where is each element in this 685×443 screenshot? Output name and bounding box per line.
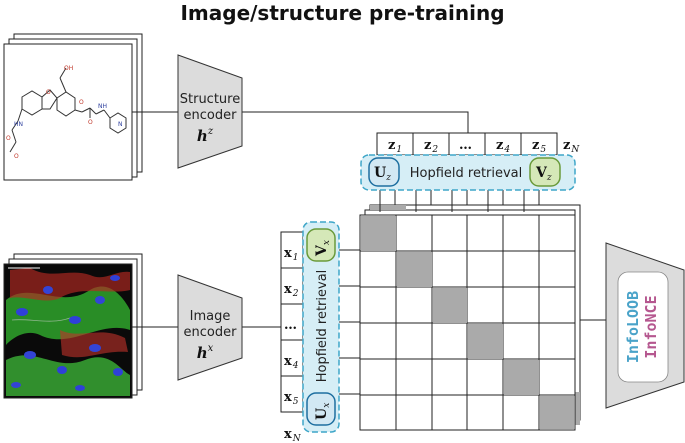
structure-encoder-label-1: Structure [180, 92, 240, 107]
svg-text:x4: x4 [284, 354, 299, 371]
structure-encoder-label-2: encoder [184, 108, 238, 123]
svg-text:x1: x1 [284, 246, 299, 263]
svg-text:x2: x2 [284, 282, 299, 299]
svg-text:z2: z2 [424, 138, 438, 155]
svg-text:zN: zN [563, 138, 580, 155]
svg-text:N: N [118, 121, 123, 128]
z-label-ellipsis: … [459, 138, 472, 153]
matrix-diagonal [361, 216, 574, 429]
x-label-1: x [284, 246, 292, 261]
svg-text:NH: NH [98, 103, 107, 110]
loss-infonce-label: InfoNCE [642, 295, 660, 358]
svg-text:x5: x5 [284, 390, 299, 407]
svg-text:Vx: Vx [314, 240, 332, 257]
connector-lines [132, 111, 606, 328]
x-embedding-strip [280, 231, 304, 413]
loss-infoloob-label: InfoLOOB [624, 291, 642, 363]
svg-text:Vz: Vz [535, 165, 552, 183]
image-encoder-label-1: Image [190, 309, 231, 324]
z-label-2: z [424, 138, 431, 153]
svg-text:O: O [6, 135, 11, 142]
molecule-atom-labels: O OH O O NH N HN O O [6, 65, 123, 160]
x-label-2: x [284, 282, 292, 297]
svg-text:O: O [46, 89, 51, 96]
svg-text:O: O [14, 153, 19, 160]
x-labels: x1 x2 … x4 x5 xN [284, 246, 302, 443]
image-encoder-label-2: encoder [184, 325, 238, 340]
x-label-N: x [284, 427, 292, 442]
cell-microscopy-image [6, 267, 130, 396]
cell-image-stack [3, 253, 143, 399]
u-z-badge [368, 157, 400, 187]
svg-text:xN: xN [284, 427, 302, 443]
x-label-ellipsis: … [284, 318, 297, 333]
hopfield-retrieval-left: Vx Hopfield retrieval Ux [302, 221, 340, 433]
svg-text:z1: z1 [388, 138, 402, 155]
svg-text:hx: hx [197, 343, 214, 362]
svg-text:z4: z4 [496, 138, 510, 155]
hopfield-top-label: Hopfield retrieval [410, 166, 523, 181]
svg-text:OH: OH [64, 65, 73, 72]
hopfield-retrieval-top: Uz Hopfield retrieval Vz [360, 154, 576, 191]
svg-text:O: O [79, 99, 84, 106]
molecule-drawing [9, 67, 127, 153]
z-label-1: z [388, 138, 395, 153]
structure-encoder-superscript: z [207, 126, 214, 137]
image-encoder: Image encoder hx [177, 274, 243, 381]
z-label-N: z [563, 138, 570, 153]
z-label-5: z [532, 138, 539, 153]
svg-text:Uz: Uz [374, 165, 391, 183]
page-title: Image/structure pre-training [180, 1, 505, 25]
v-x-badge [306, 228, 336, 262]
structure-encoder-symbol: h [197, 127, 208, 145]
z-labels: z1 z2 … z4 z5 zN [388, 138, 580, 155]
image-encoder-superscript: x [208, 343, 214, 354]
structure-encoder: Structure encoder hz [177, 54, 243, 169]
hopfield-left-label: Hopfield retrieval [315, 270, 330, 383]
svg-text:…: … [284, 318, 297, 333]
v-z-badge [529, 157, 561, 187]
loss-box: InfoLOOB InfoNCE [605, 242, 685, 409]
svg-text:O: O [88, 119, 93, 126]
svg-text:hz: hz [197, 126, 214, 145]
u-x-badge [306, 392, 336, 426]
svg-text:HN: HN [14, 121, 23, 128]
z-label-4: z [496, 138, 503, 153]
image-encoder-symbol: h [197, 344, 208, 362]
x-label-4: x [284, 354, 292, 369]
x-label-5: x [284, 390, 292, 405]
svg-text:z5: z5 [532, 138, 546, 155]
similarity-matrix [359, 214, 576, 431]
structure-image-stack: O OH O O NH N HN O O [3, 33, 143, 181]
svg-text:…: … [459, 138, 472, 153]
svg-text:Ux: Ux [314, 403, 332, 420]
